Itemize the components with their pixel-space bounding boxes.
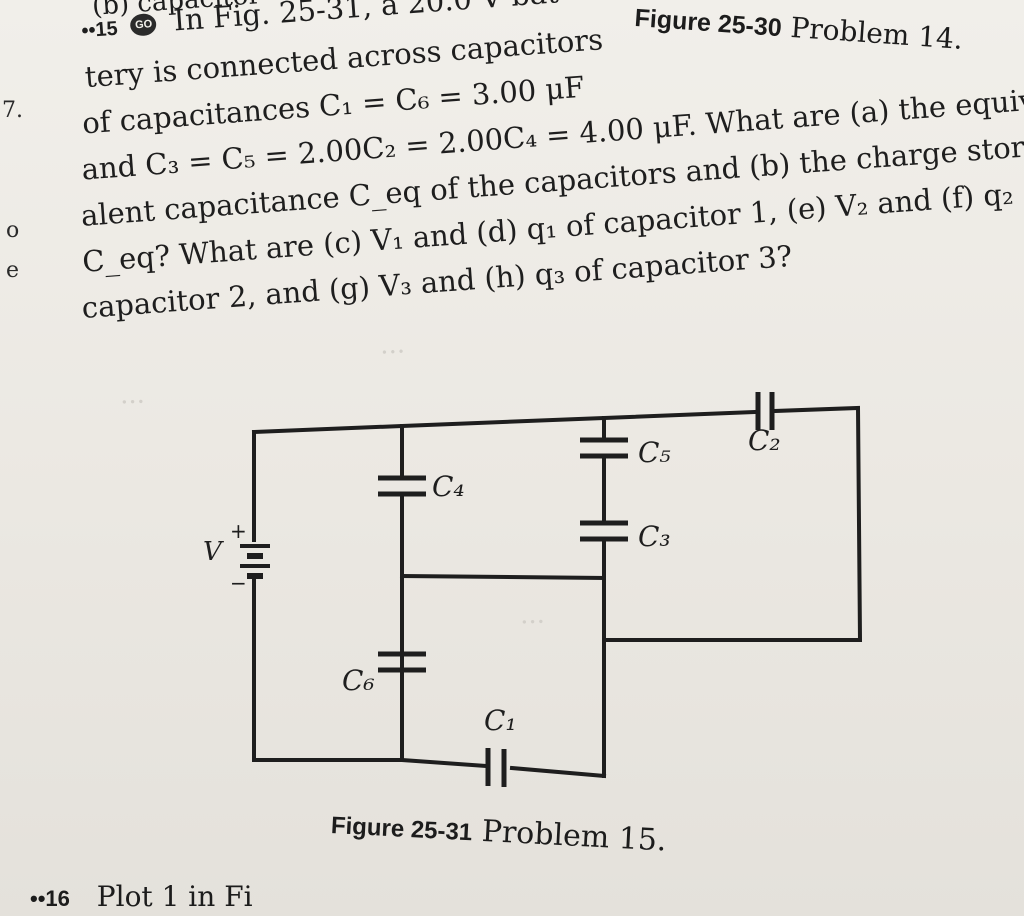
battery-minus-sign: −	[230, 571, 247, 595]
wire-middle	[399, 573, 607, 581]
capacitor-c1-label: C₁	[484, 704, 517, 737]
problem-number: ••16	[30, 886, 70, 911]
margin-mark: 7.	[2, 98, 23, 123]
wire-top	[251, 409, 759, 435]
wire-bottom-right	[509, 765, 607, 779]
capacitor-c5-label: C₅	[638, 436, 671, 469]
capacitor-plates	[378, 392, 775, 787]
figure-label: Figure 25-31	[330, 811, 473, 847]
capacitor-c2-label: C₂	[748, 424, 781, 457]
battery-plus-sign: +	[230, 519, 247, 543]
capacitor-c4-label: C₄	[432, 470, 465, 503]
margin-mark: e	[6, 258, 20, 283]
margin-mark: o	[6, 218, 20, 243]
problem-line-text: Plot 1 in Fi	[96, 880, 253, 913]
wire-right	[602, 405, 863, 642]
capacitor-c3-label: C₃	[638, 520, 671, 553]
battery-icon	[240, 544, 270, 579]
wire-bottom-mid	[399, 757, 489, 769]
battery-label: V	[203, 537, 224, 567]
next-problem-fragment: ••16 Plot 1 in Fi	[30, 880, 253, 913]
capacitor-c6-label: C₆	[342, 664, 375, 697]
